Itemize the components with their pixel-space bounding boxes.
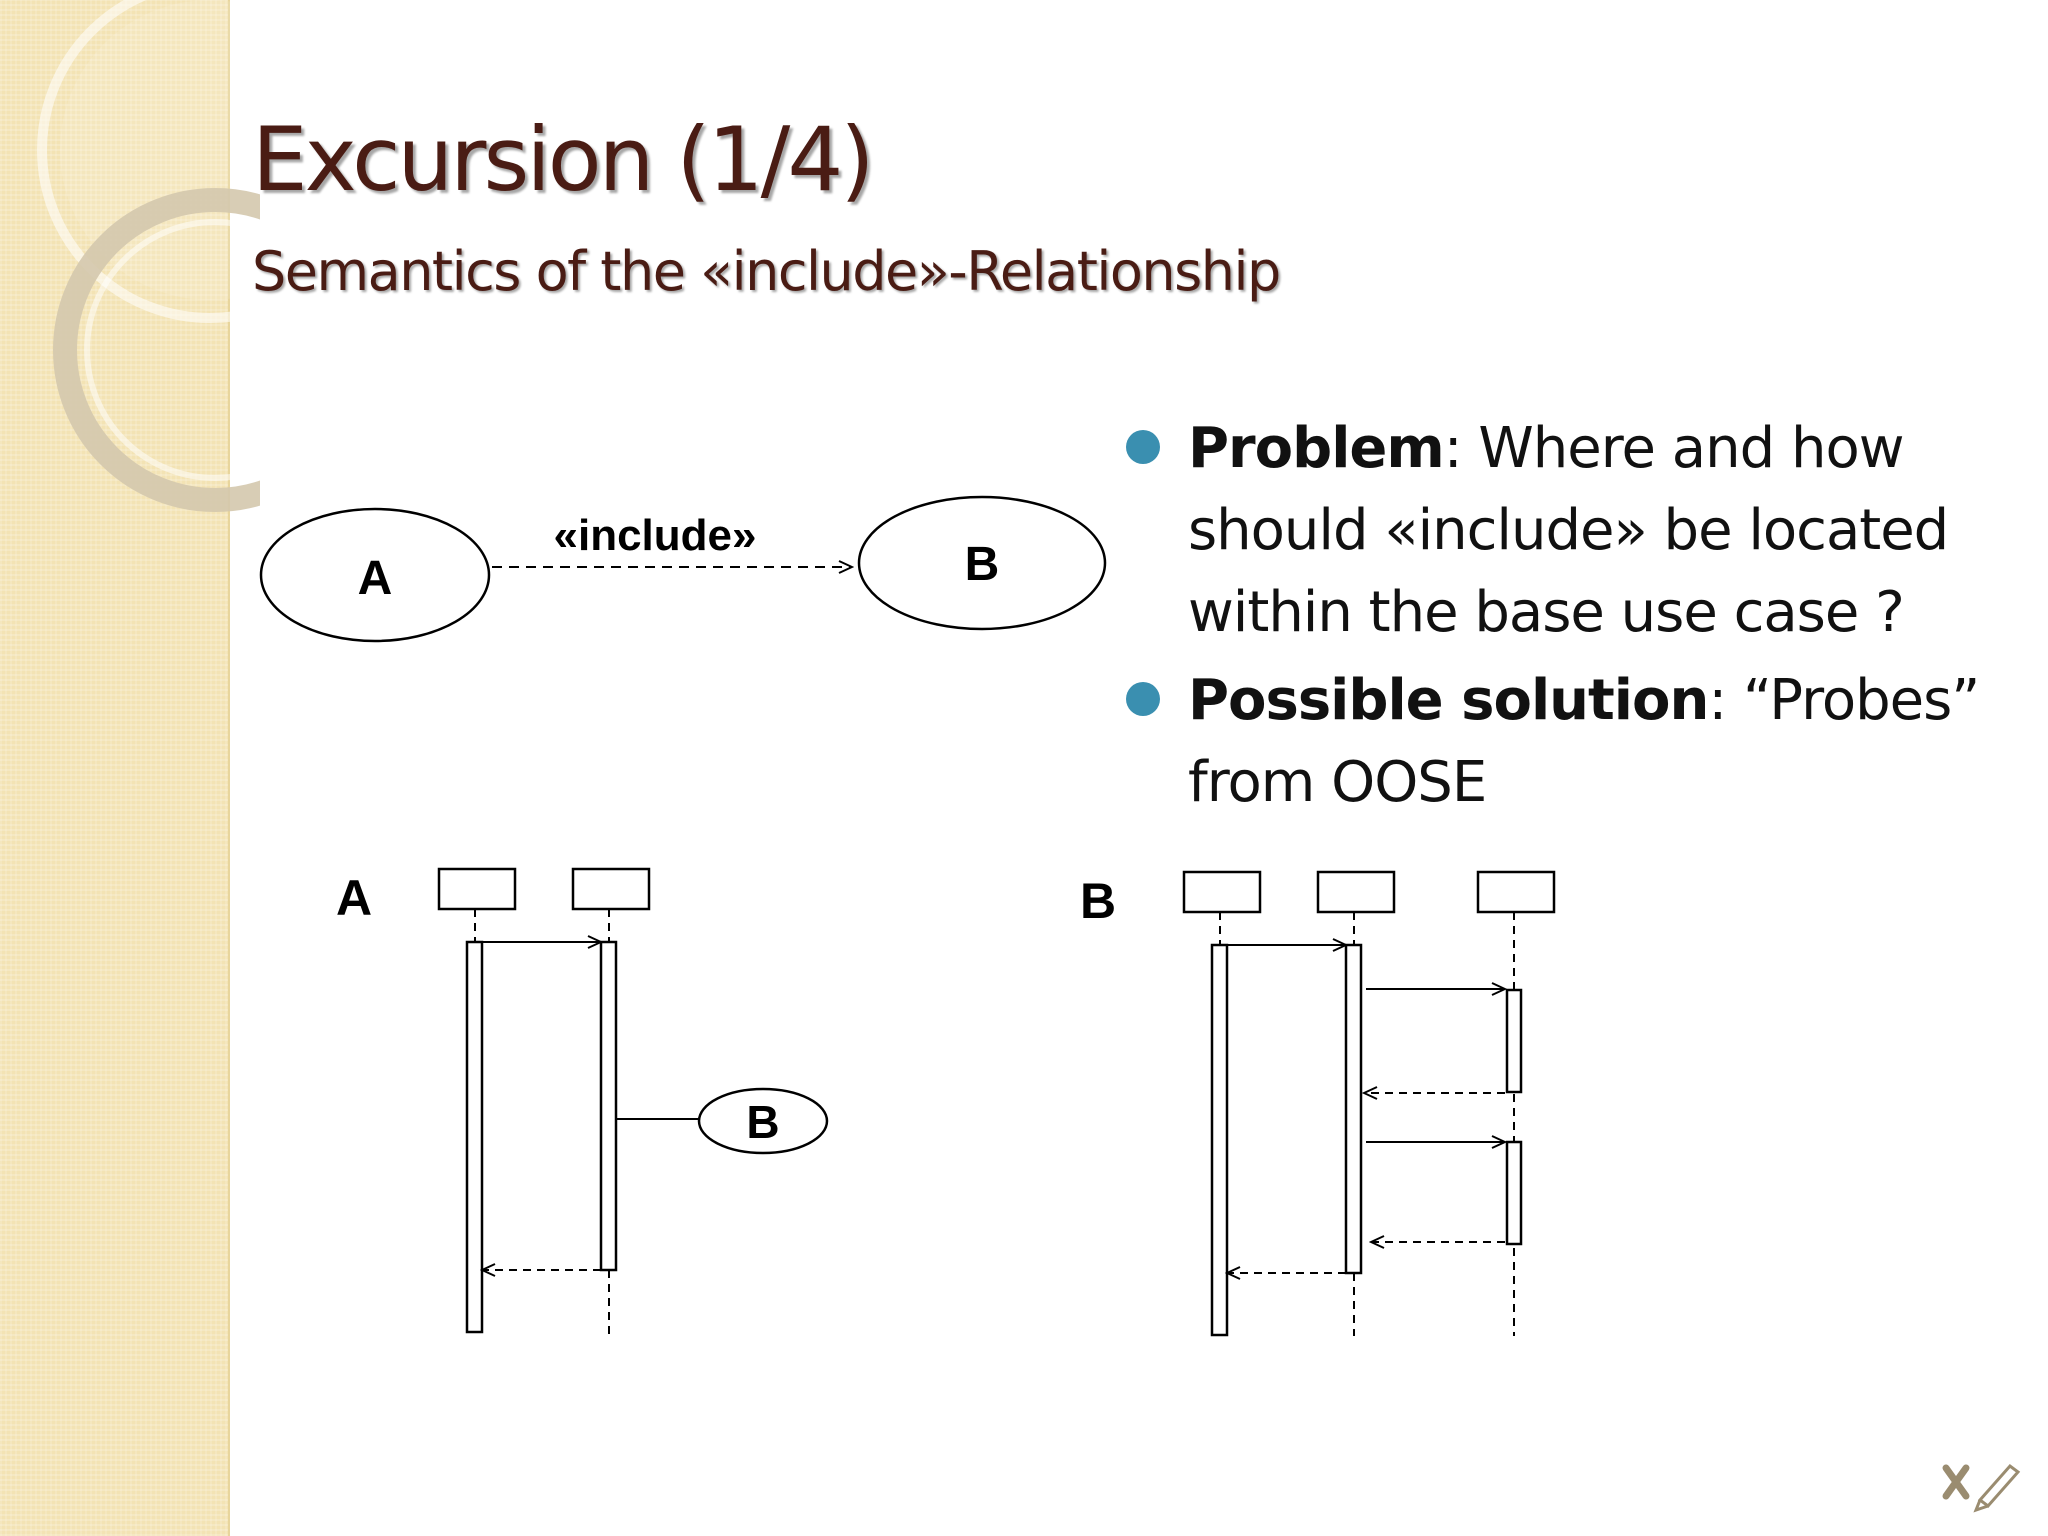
bullet-term: Problem bbox=[1188, 416, 1445, 481]
use-case-b-label: B bbox=[965, 538, 1000, 591]
nav-icon-set bbox=[1942, 1463, 2021, 1513]
sequence-diagram-a: A B bbox=[336, 867, 829, 1335]
bullet-text: Where and how should «include» be locate… bbox=[1188, 416, 1949, 645]
side-decoration-band bbox=[0, 0, 230, 1536]
pen-icon-tip bbox=[1973, 1499, 1989, 1513]
bullet-term: Possible solution bbox=[1188, 668, 1709, 733]
ring-large bbox=[37, 0, 260, 323]
pen-icon[interactable] bbox=[1973, 1463, 2021, 1513]
activation-bar-2 bbox=[1344, 943, 1363, 1275]
slide-nav-icons bbox=[1940, 1456, 2040, 1516]
lifeline-head-1 bbox=[437, 867, 517, 911]
bullet-item-problem: Problem: Where and how should «include» … bbox=[1126, 408, 2026, 654]
close-icon-glyph bbox=[1942, 1464, 1970, 1500]
probe-use-case-b-label: B bbox=[746, 1096, 779, 1148]
close-icon[interactable] bbox=[1942, 1464, 1970, 1500]
use-case-diagram: A «include» B bbox=[259, 495, 1107, 643]
lifeline-head-2 bbox=[1316, 870, 1396, 914]
use-case-a-label: A bbox=[358, 552, 393, 605]
activation-bar-3b bbox=[1505, 1140, 1523, 1246]
lifeline-head-2 bbox=[571, 867, 651, 911]
bullet-separator: : bbox=[1443, 416, 1463, 481]
ring-lower-inner bbox=[84, 219, 260, 481]
bullet-separator: : bbox=[1708, 668, 1727, 733]
sequence-diagram-b: B bbox=[1080, 870, 1556, 1337]
slide-subtitle: Semantics of the «include»-Relationship bbox=[252, 240, 1281, 303]
bullet-dot-icon bbox=[1126, 682, 1160, 716]
probe-use-case-b bbox=[697, 1087, 829, 1155]
activation-bar-2 bbox=[599, 940, 618, 1272]
sequence-a-label: A bbox=[336, 870, 372, 926]
bullet-dot-icon bbox=[1126, 430, 1160, 464]
activation-bar-1 bbox=[1210, 943, 1229, 1337]
use-case-a bbox=[259, 507, 491, 643]
bullet-item-solution: Possible solution: “Probes” from OOSE bbox=[1126, 660, 2026, 824]
activation-bar-3a bbox=[1505, 988, 1523, 1094]
slide-title: Excursion (1/4) bbox=[252, 108, 875, 211]
bullet-text: “Probes” from OOSE bbox=[1188, 668, 1980, 815]
lifeline-head-1 bbox=[1182, 870, 1262, 914]
bullet-list: Problem: Where and how should «include» … bbox=[1126, 408, 2026, 830]
ring-lower bbox=[53, 188, 260, 512]
decorative-rings bbox=[37, 0, 260, 512]
activation-bar-1 bbox=[465, 940, 484, 1334]
include-label: «include» bbox=[554, 511, 757, 560]
sequence-b-label: B bbox=[1080, 873, 1116, 929]
use-case-b bbox=[857, 495, 1107, 631]
pen-icon-body bbox=[1977, 1463, 2021, 1509]
lifeline-head-3 bbox=[1476, 870, 1556, 914]
